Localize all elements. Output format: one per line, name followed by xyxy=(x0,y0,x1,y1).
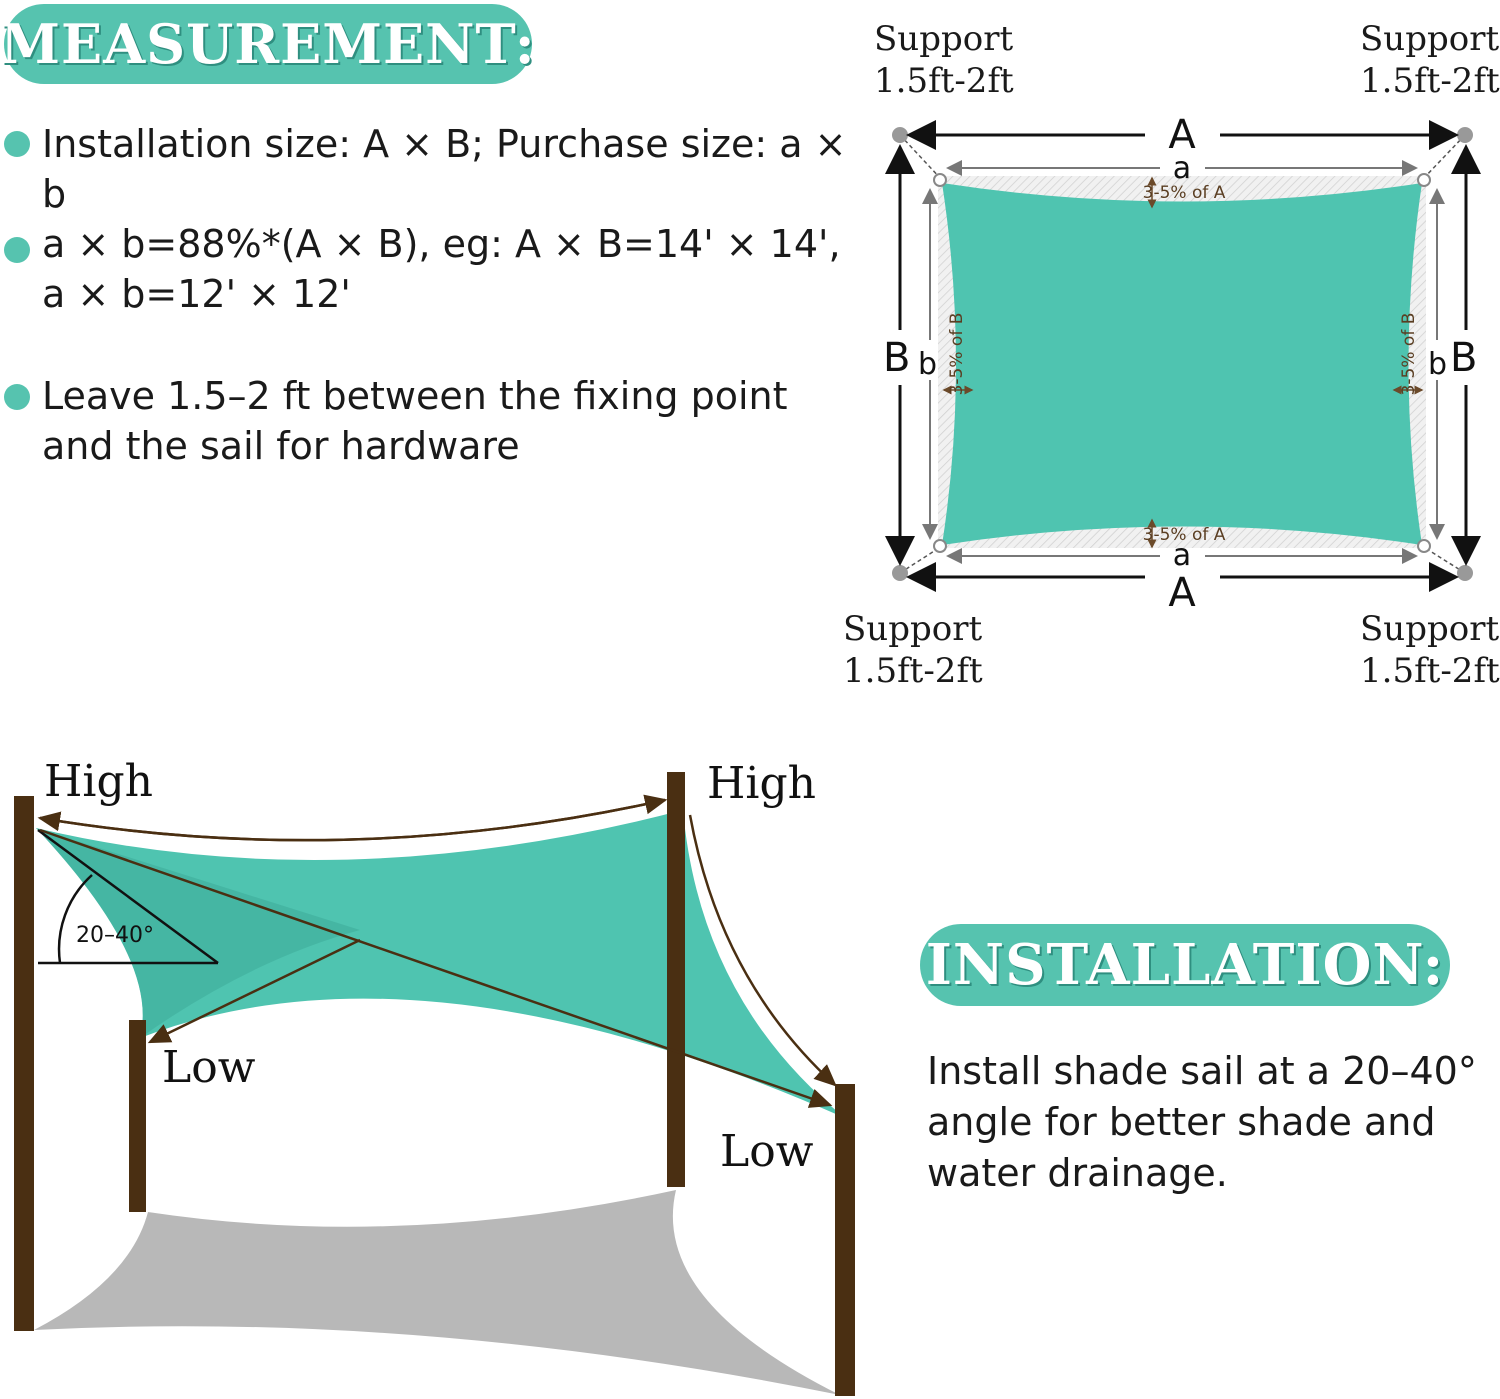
label-pct-b-left: 3-5% of B xyxy=(947,313,967,396)
support-point xyxy=(892,127,908,143)
label-low-right: Low xyxy=(720,1126,814,1177)
installation-line: water drainage. xyxy=(927,1151,1228,1195)
installation-line: angle for better shade and xyxy=(927,1100,1436,1144)
label-A-bottom: A xyxy=(1168,570,1196,616)
support-text: Support xyxy=(1360,19,1500,59)
bullet-dot xyxy=(4,131,30,157)
bullet-text: Installation size: A × B; Purchase size:… xyxy=(42,122,847,216)
bullet-text: and the sail for hardware xyxy=(42,424,520,468)
post-right-low xyxy=(835,1084,855,1396)
edge-arrow-diagonal xyxy=(39,828,833,1108)
support-point xyxy=(1457,127,1473,143)
support-distance: 1.5ft-2ft xyxy=(1360,651,1500,691)
ground-shadow xyxy=(34,1190,840,1395)
corner-ring xyxy=(933,173,947,187)
label-B-left: B xyxy=(883,335,910,381)
post-left-low xyxy=(129,1020,146,1212)
bullet-text: a × b=88%*(A × B), eg: A × B=14' × 14', xyxy=(42,222,841,266)
label-A-top: A xyxy=(1168,112,1196,158)
label-pct-b-right: 3-5% of B xyxy=(1399,313,1419,396)
support-distance: 1.5ft-2ft xyxy=(874,61,1014,101)
label-b-right: b xyxy=(1428,347,1447,382)
corner-ring xyxy=(1417,539,1431,553)
measurement-title: MEASUREMENT: xyxy=(0,4,535,84)
label-pct-a-bottom: 3-5% of A xyxy=(1143,525,1226,545)
bullet-text: a × b=12' × 12' xyxy=(42,272,351,316)
edge-arrow-right xyxy=(688,814,837,1087)
installation-text: Install shade sail at a 20–40° angle for… xyxy=(927,1046,1497,1199)
installation-line: Install shade sail at a 20–40° xyxy=(927,1049,1477,1093)
edge-arrow-left xyxy=(147,938,361,1044)
support-point xyxy=(1457,565,1473,581)
support-label-top-left: Support 1.5ft-2ft xyxy=(874,18,1014,102)
support-text: Support xyxy=(874,19,1014,59)
edge-arrow-top-back xyxy=(37,798,666,842)
label-a-bottom: a xyxy=(1173,538,1191,573)
sail-fold xyxy=(36,828,360,1038)
support-text: Support xyxy=(1360,609,1500,649)
label-low-left: Low xyxy=(162,1042,256,1093)
installation-scene: 20–40° High High Low Low xyxy=(14,756,855,1396)
post-right-high xyxy=(667,772,685,1187)
bullet-dot xyxy=(4,237,30,263)
bullet-installation-size: Installation size: A × B; Purchase size:… xyxy=(42,119,872,219)
measurement-diagram: A A a a B b b B 3-5% of A 3-5% of A 3-5%… xyxy=(883,112,1481,616)
support-text: Support xyxy=(843,609,983,649)
angle-label: 20–40° xyxy=(76,923,154,948)
label-a-top: a xyxy=(1173,151,1191,186)
bullet-leave-space: Leave 1.5–2 ft between the fixing point … xyxy=(42,371,872,471)
support-label-top-right: Support 1.5ft-2ft xyxy=(1360,18,1500,102)
label-high-left: High xyxy=(44,756,153,807)
corner-ring xyxy=(1417,173,1431,187)
installation-title: INSTALLATION: xyxy=(920,924,1450,1006)
angle-arc xyxy=(57,874,93,964)
bullet-dot xyxy=(4,384,30,410)
angle-slope xyxy=(37,828,219,965)
corner-ring xyxy=(933,539,947,553)
support-label-bottom-right: Support 1.5ft-2ft xyxy=(1360,608,1500,692)
support-label-bottom-left: Support 1.5ft-2ft xyxy=(843,608,983,692)
support-point xyxy=(892,565,908,581)
sail-shape xyxy=(942,183,1422,545)
label-b-left: b xyxy=(918,347,937,382)
support-distance: 1.5ft-2ft xyxy=(1360,61,1500,101)
post-left-high xyxy=(14,796,34,1331)
label-B-right: B xyxy=(1450,335,1477,381)
support-distance: 1.5ft-2ft xyxy=(843,651,983,691)
label-pct-a-top: 3-5% of A xyxy=(1143,183,1226,203)
bullet-text: Leave 1.5–2 ft between the fixing point xyxy=(42,374,788,418)
bullet-ratio: a × b=88%*(A × B), eg: A × B=14' × 14', … xyxy=(42,219,872,319)
label-high-right: High xyxy=(707,758,816,809)
